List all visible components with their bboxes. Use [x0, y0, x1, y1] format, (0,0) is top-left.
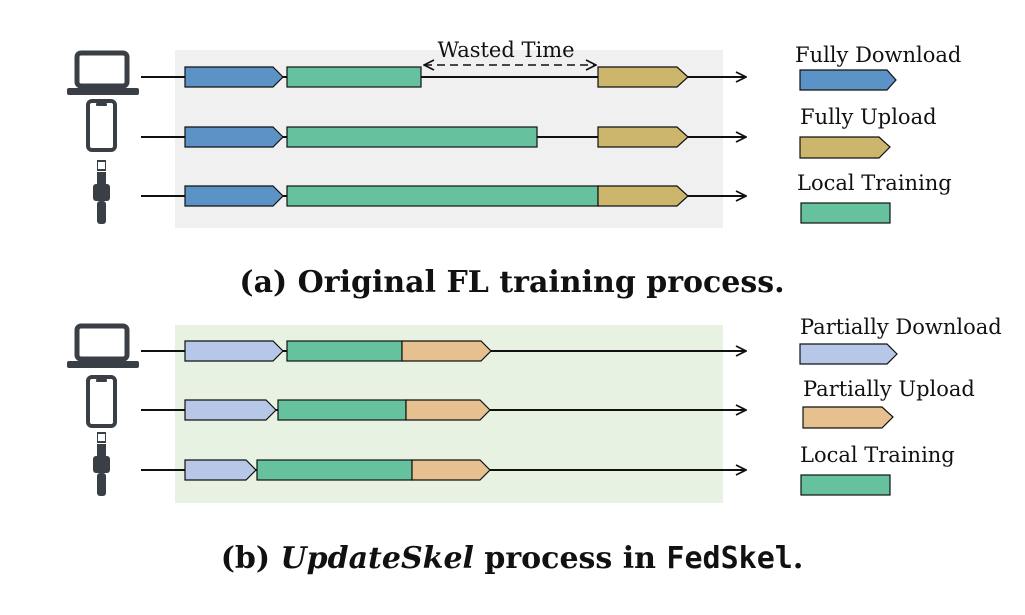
- legend-label-partial-download: Partially Download: [800, 315, 1002, 339]
- download-block: [184, 126, 284, 148]
- partial-upload-block: [405, 399, 491, 421]
- download-block: [184, 185, 284, 207]
- wasted-time-label: Wasted Time: [437, 38, 574, 62]
- upload-block: [597, 66, 689, 88]
- training-block: [286, 340, 403, 362]
- legend-swatch-local-training: [800, 474, 891, 496]
- partial-download-block: [184, 399, 277, 421]
- legend-label-local-training: Local Training: [797, 171, 952, 195]
- smartwatch-icon: [93, 160, 110, 224]
- partial-upload-block: [411, 459, 491, 481]
- legend-swatch-partial-download: [799, 343, 898, 365]
- panel-a: Wasted Time Fully Download Fully Upload …: [67, 38, 961, 300]
- legend-swatch-full-download: [799, 69, 897, 91]
- panel-a-caption: (a) Original FL training process.: [239, 265, 784, 300]
- phone-icon: [86, 99, 117, 152]
- upload-block: [597, 185, 689, 207]
- phone-icon: [86, 375, 117, 428]
- upload-block: [597, 126, 689, 148]
- legend-swatch-partial-upload: [802, 406, 894, 429]
- legend-label-partial-upload: Partially Upload: [803, 377, 975, 401]
- training-block: [286, 66, 422, 88]
- legend-swatch-local-training: [800, 202, 891, 224]
- smartwatch-icon: [93, 432, 110, 496]
- laptop-icon: [67, 50, 139, 95]
- training-block: [286, 126, 538, 148]
- panel-b: Partially Download Partially Upload Loca…: [67, 315, 1002, 576]
- training-block: [256, 459, 413, 481]
- panel-b-caption: (b) UpdateSkel process in FedSkel.: [221, 541, 804, 576]
- training-block: [277, 399, 407, 421]
- training-block: [286, 185, 599, 207]
- legend-swatch-full-upload: [799, 136, 891, 159]
- download-block: [184, 66, 284, 88]
- partial-download-block: [184, 340, 284, 362]
- partial-download-block: [184, 459, 257, 481]
- laptop-icon: [67, 323, 139, 368]
- partial-upload-block: [401, 340, 492, 362]
- legend-label-full-download: Fully Download: [795, 43, 961, 67]
- legend-label-full-upload: Fully Upload: [800, 105, 937, 129]
- legend-label-local-training: Local Training: [800, 443, 955, 467]
